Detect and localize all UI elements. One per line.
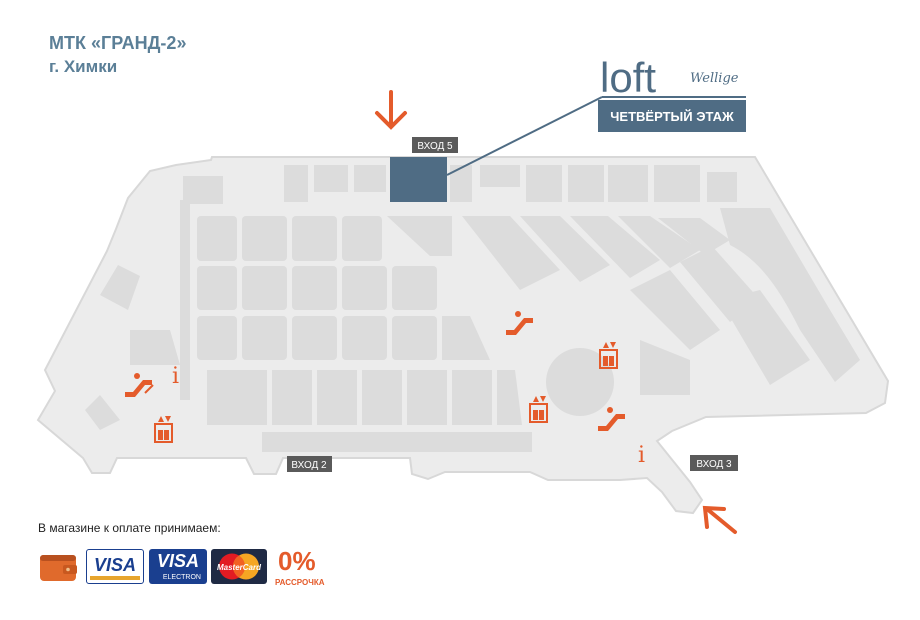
entrance-5-badge xyxy=(412,137,458,153)
elevator-icon xyxy=(599,342,618,369)
shop-blocks xyxy=(85,165,860,452)
store-callout-line xyxy=(446,96,603,176)
mastercard-icon: MasterCard xyxy=(211,549,267,584)
escalator-icon xyxy=(598,407,625,431)
entrance-2-label: ВХОД 2 xyxy=(291,460,327,471)
entrance-3-label: ВХОД 3 xyxy=(696,459,732,470)
info-icon: i xyxy=(172,364,179,389)
elevator-icon xyxy=(529,396,548,423)
visa-electron-label: VISA xyxy=(156,551,199,571)
arrow-down-icon xyxy=(375,90,407,130)
entrance-3-badge xyxy=(690,455,738,471)
escalator-icon xyxy=(125,373,154,397)
mall-city: г. Химки xyxy=(49,57,118,76)
floor-badge xyxy=(598,100,746,132)
loft-store-location[interactable] xyxy=(390,157,447,202)
visa-stripe xyxy=(90,576,140,580)
payment-caption: В магазине к оплате принимаем: xyxy=(38,521,221,535)
wellige-logo: Wellige xyxy=(690,71,739,86)
floor-label: ЧЕТВЁРТЫЙ ЭТАЖ xyxy=(610,109,734,124)
info-icon: i xyxy=(638,443,645,468)
electron-label: ELECTRON xyxy=(162,574,201,581)
elevator-icon xyxy=(154,416,173,443)
wallet-icon xyxy=(40,555,77,581)
installment-value: 0% xyxy=(278,546,316,576)
entrance-2-badge xyxy=(287,456,332,472)
mastercard-label: MasterCard xyxy=(217,563,262,572)
installment-label: РАССРОЧКА xyxy=(275,578,325,587)
visa-electron-card-icon: VISA ELECTRON xyxy=(149,549,207,584)
loft-logo: loft xyxy=(600,54,656,101)
mall-title: МТК «ГРАНД-2» xyxy=(49,33,187,53)
visa-card-icon: VISA xyxy=(86,549,144,584)
entrance-5-label: ВХОД 5 xyxy=(417,141,453,152)
escalator-icon xyxy=(506,311,533,335)
visa-label: VISA xyxy=(93,555,136,575)
arrow-up-left-icon xyxy=(702,505,737,534)
